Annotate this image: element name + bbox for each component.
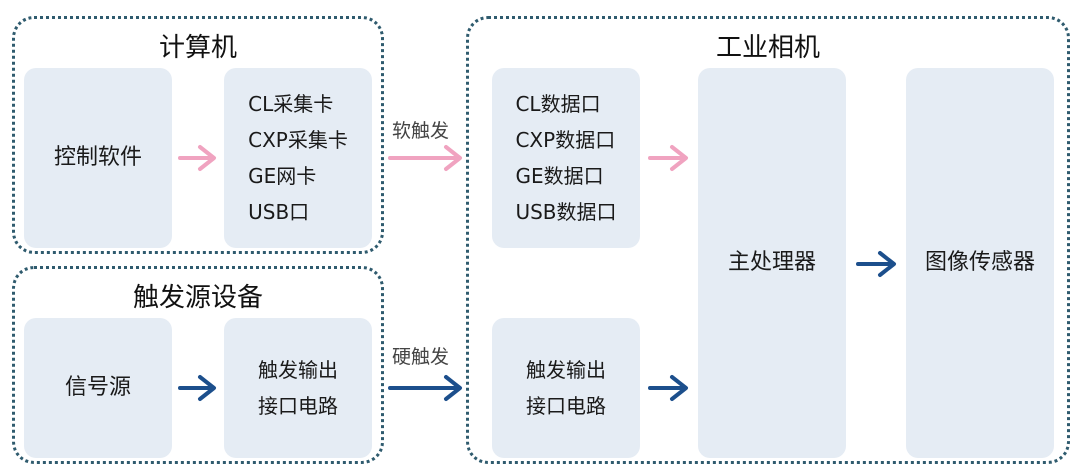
arrow-hard-trigger — [388, 375, 462, 401]
arrow-soft-trigger — [388, 145, 462, 171]
signal-source-block: 信号源 — [24, 318, 172, 458]
camera-interface-cxp: CXP数据口 — [515, 128, 616, 152]
computer-interface-cxp: CXP采集卡 — [248, 128, 348, 152]
arrow-processor-to-sensor — [856, 251, 896, 277]
camera-interface-usb: USB数据口 — [515, 200, 617, 224]
arrow-camera-interfaces-to-processor — [648, 145, 688, 171]
signal-source-label: 信号源 — [64, 375, 131, 401]
trigger-device-group-title: 触发源设备 — [132, 283, 263, 313]
arrow-control-to-interfaces — [178, 145, 216, 171]
trigger-output-src-line1: 触发输出 — [258, 358, 338, 382]
computer-group-title: 计算机 — [158, 33, 237, 63]
trigger-output-circuit-cam-lines: 触发输出 接口电路 — [526, 352, 606, 424]
camera-interfaces-block: CL数据口 CXP数据口 GE数据口 USB数据口 — [492, 68, 640, 248]
trigger-output-circuit-src-block: 触发输出 接口电路 — [224, 318, 372, 458]
camera-interfaces-list: CL数据口 CXP数据口 GE数据口 USB数据口 — [515, 86, 616, 230]
computer-interfaces-block: CL采集卡 CXP采集卡 GE网卡 USB口 — [224, 68, 372, 248]
camera-interface-ge: GE数据口 — [515, 164, 604, 188]
hard-trigger-label: 硬触发 — [392, 346, 450, 368]
industrial-camera-group: 工业相机 — [466, 16, 1070, 464]
trigger-output-cam-line1: 触发输出 — [526, 358, 606, 382]
computer-interface-cl: CL采集卡 — [248, 92, 334, 116]
image-sensor-block: 图像传感器 — [906, 68, 1054, 458]
trigger-output-cam-line2: 接口电路 — [526, 394, 606, 418]
computer-interface-ge: GE网卡 — [248, 164, 317, 188]
computer-group: 计算机 — [12, 16, 384, 254]
computer-interfaces-list: CL采集卡 CXP采集卡 GE网卡 USB口 — [248, 86, 348, 230]
main-processor-block: 主处理器 — [698, 68, 846, 458]
soft-trigger-label: 软触发 — [392, 120, 450, 142]
computer-interface-usb: USB口 — [248, 200, 310, 224]
trigger-output-circuit-src-lines: 触发输出 接口电路 — [258, 352, 338, 424]
trigger-output-circuit-cam-block: 触发输出 接口电路 — [492, 318, 640, 458]
image-sensor-label: 图像传感器 — [924, 250, 1035, 276]
arrow-signal-to-output — [178, 375, 216, 401]
main-processor-label: 主处理器 — [727, 250, 816, 276]
camera-interface-cl: CL数据口 — [515, 92, 601, 116]
control-software-label: 控制软件 — [53, 145, 142, 171]
industrial-camera-group-title: 工业相机 — [715, 33, 820, 63]
arrow-trigger-output-to-processor — [648, 375, 688, 401]
trigger-output-src-line2: 接口电路 — [258, 394, 338, 418]
trigger-device-group: 触发源设备 — [12, 266, 384, 464]
control-software-block: 控制软件 — [24, 68, 172, 248]
